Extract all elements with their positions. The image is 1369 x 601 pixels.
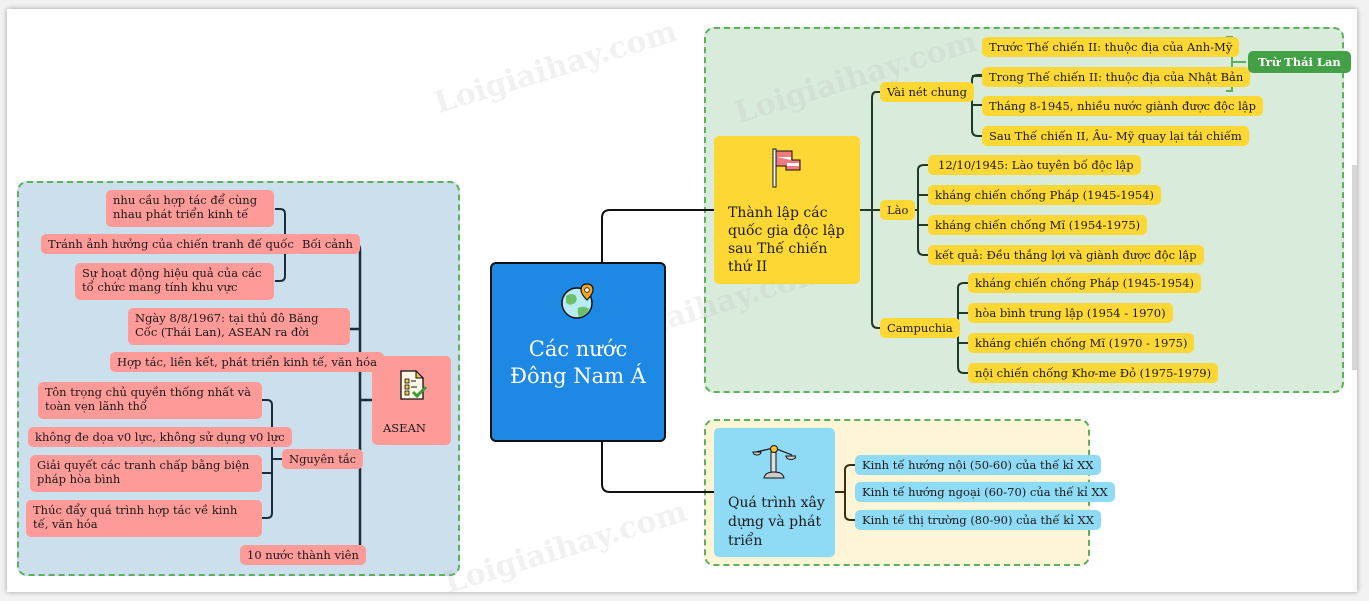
campuchia-item[interactable]: nội chiến chống Khơ-me Đỏ (1975-1979): [968, 363, 1219, 383]
scale-icon: [752, 442, 797, 483]
flag-icon: [770, 146, 806, 191]
development-item[interactable]: Kinh tế hướng ngoại (60-70) của thế kỉ X…: [855, 482, 1115, 502]
lao-item[interactable]: kết quả: Đều thắng lợi và giành được độc…: [928, 245, 1204, 265]
vai-net-chung-item[interactable]: Trong Thế chiến II: thuộc địa của Nhật B…: [982, 67, 1251, 87]
vai-net-chung-item[interactable]: Trước Thế chiến II: thuộc địa của Anh-Mỹ: [982, 37, 1240, 57]
vai-net-chung-item[interactable]: Tháng 8-1945, nhiều nước giành được độc …: [982, 96, 1264, 116]
nguyen-tac-node[interactable]: Nguyên tắc: [282, 449, 364, 469]
globe-pin-icon: [560, 282, 598, 320]
lao-node[interactable]: Lào: [880, 200, 916, 220]
boi-canh-item[interactable]: Tránh ảnh hưởng của chiến tranh đế quốc: [41, 234, 301, 254]
checklist-icon: [396, 368, 430, 405]
independence-node[interactable]: Thành lập các quốc gia độc lập sau Thế c…: [714, 136, 860, 284]
lao-item[interactable]: kháng chiến chống Pháp (1945-1954): [928, 185, 1162, 205]
development-item[interactable]: Kinh tế thị trường (80-90) của thế kỉ XX: [855, 510, 1101, 530]
asean-node[interactable]: ASEAN: [372, 356, 451, 445]
campuchia-item[interactable]: kháng chiến chống Mĩ (1970 - 1975): [968, 333, 1195, 353]
root-node[interactable]: Các nước Đông Nam Á: [490, 262, 666, 442]
development-label: Quá trình xây dựng và phát triển: [728, 495, 825, 549]
development-node[interactable]: Quá trình xây dựng và phát triển: [714, 428, 835, 557]
nguyen-tac-item[interactable]: Giải quyết các tranh chấp bằng biện pháp…: [30, 455, 262, 492]
scrollbar-thumb[interactable]: [1352, 165, 1357, 370]
nguyen-tac-item[interactable]: Tôn trọng chủ quyền thống nhất và toàn v…: [38, 382, 262, 419]
campuchia-item[interactable]: hòa bình trung lập (1954 - 1970): [968, 303, 1173, 323]
goal-node[interactable]: Hợp tác, liên kết, phát triển kinh tế, v…: [110, 352, 384, 372]
boi-canh-node[interactable]: Bối cảnh: [295, 234, 360, 254]
nguyen-tac-item[interactable]: không đe dọa v0 lực, không sử dụng v0 lự…: [28, 427, 292, 447]
asean-label: ASEAN: [383, 421, 426, 435]
development-item[interactable]: Kinh tế hướng nội (50-60) của thế kỉ XX: [855, 455, 1101, 475]
vai-net-chung-item[interactable]: Sau Thế chiến II, Âu- Mỹ quay lại tái ch…: [982, 126, 1249, 146]
vai-net-chung-node[interactable]: Vài nét chung: [880, 82, 974, 102]
independence-label: Thành lập các quốc gia độc lập sau Thế c…: [728, 205, 845, 275]
root-title: Các nước Đông Nam Á: [510, 337, 646, 388]
lao-item[interactable]: 12/10/1945: Lào tuyên bố độc lập: [928, 155, 1141, 175]
founding-node[interactable]: Ngày 8/8/1967: tại thủ đô Băng Cốc (Thái…: [128, 308, 350, 345]
nguyen-tac-item[interactable]: Thúc đẩy quá trình hợp tác về kinh tế, v…: [26, 500, 262, 537]
members-node[interactable]: 10 nước thành viên: [240, 545, 366, 565]
lao-item[interactable]: kháng chiến chống Mĩ (1954-1975): [928, 215, 1148, 235]
vertical-scrollbar[interactable]: [1352, 9, 1357, 592]
summary-node-tru-thai-lan[interactable]: Trừ Thái Lan: [1248, 51, 1351, 73]
campuchia-item[interactable]: kháng chiến chống Pháp (1945-1954): [968, 273, 1202, 293]
campuchia-node[interactable]: Campuchia: [880, 318, 960, 338]
boi-canh-item[interactable]: Sự hoạt động hiệu quả của các tổ chức ma…: [75, 263, 274, 300]
boi-canh-item[interactable]: nhu cầu hợp tác để cùng nhau phát triển …: [106, 190, 274, 227]
